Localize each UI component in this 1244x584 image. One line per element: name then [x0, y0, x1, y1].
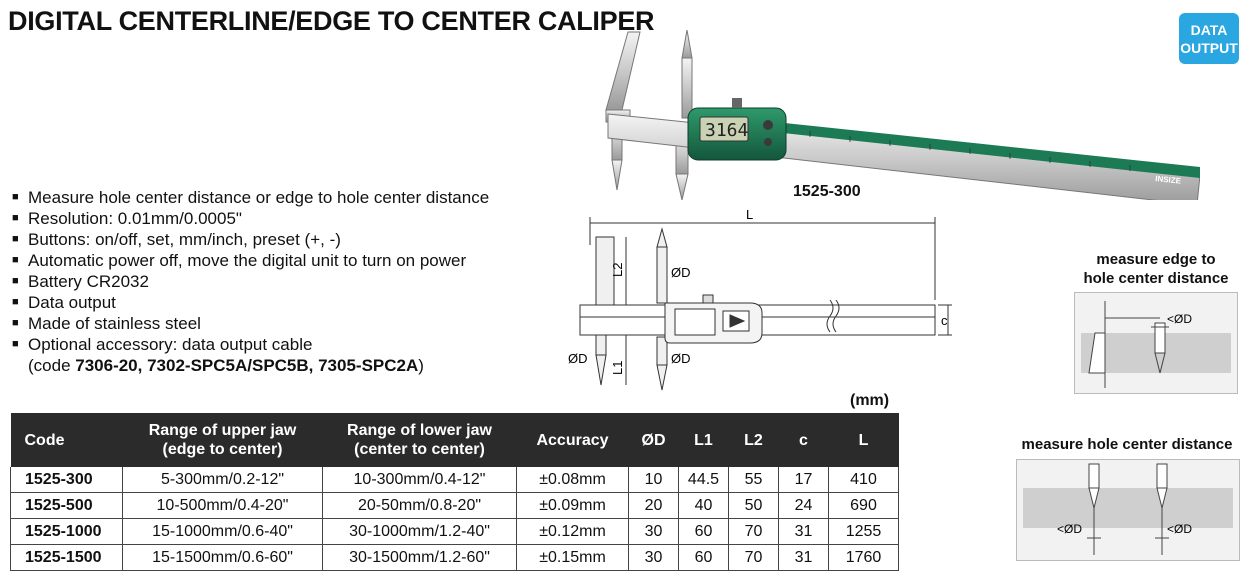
badge-line-1: DATA — [1190, 21, 1228, 38]
badge-line-2: OUTPUT — [1180, 39, 1238, 56]
dim-L: L — [746, 207, 753, 222]
header-upper-jaw: Range of upper jaw(edge to center) — [122, 413, 323, 467]
caliper-photo: 3164 INSIZE — [605, 30, 1200, 200]
side2-diameter-left: <ØD — [1057, 522, 1082, 536]
feature-item: ■Battery CR2032 — [12, 272, 149, 291]
header-l1: L1 — [678, 413, 729, 467]
brand-logo: INSIZE — [1155, 174, 1182, 186]
feature-item: ■Measure hole center distance or edge to… — [12, 188, 490, 207]
dim-c: c — [941, 313, 948, 328]
dim-L2: L2 — [610, 263, 625, 277]
unit-label: (mm) — [850, 392, 890, 409]
dim-L1: L1 — [610, 361, 625, 375]
spec-table: Code Range of upper jaw(edge to center) … — [10, 413, 899, 571]
data-output-badge: DATA OUTPUT — [1179, 13, 1239, 64]
header-code: Code — [10, 413, 123, 467]
feature-list: ■Measure hole center distance or edge to… — [10, 187, 489, 376]
center-to-center-illustration: <ØD <ØD — [1016, 459, 1240, 561]
header-accuracy: Accuracy — [516, 413, 629, 467]
feature-item: ■Optional accessory: data output cable — [12, 335, 313, 354]
feature-item: ■Resolution: 0.01mm/0.0005" — [12, 209, 242, 228]
display-readout: 3164 — [705, 120, 748, 141]
page-title: DIGITAL CENTERLINE/EDGE TO CENTER CALIPE… — [8, 6, 655, 36]
feature-item: ■Buttons: on/off, set, mm/inch, preset (… — [12, 230, 341, 249]
dim-diameter-left: ØD — [568, 351, 588, 366]
edge-to-center-illustration: <ØD — [1074, 292, 1238, 394]
header-l2: L2 — [728, 413, 779, 467]
dim-diameter-top: ØD — [671, 265, 691, 280]
dimension-drawing: L L2 L1 c ØD ØD ØD — [568, 207, 952, 391]
side1-diameter-label: <ØD — [1167, 312, 1192, 326]
side2-diameter-right: <ØD — [1167, 522, 1192, 536]
dim-diameter-right: ØD — [671, 351, 691, 366]
header-lower-jaw: Range of lower jaw(center to center) — [322, 413, 517, 467]
table-header-row: Code Range of upper jaw(edge to center) … — [10, 413, 899, 467]
feature-item: ■Made of stainless steel — [12, 314, 201, 333]
header-d: ØD — [628, 413, 679, 467]
header-l: L — [828, 413, 899, 467]
feature-item: ■Automatic power off, move the digital u… — [12, 251, 467, 270]
accessory-codes: (code 7306-20, 7302-SPC5A/SPC5B, 7305-SP… — [28, 356, 424, 375]
side2-title: measure hole center distance — [1021, 436, 1233, 453]
feature-item: ■Data output — [12, 293, 116, 312]
photo-model-label: 1525-300 — [793, 183, 861, 200]
header-c: c — [778, 413, 829, 467]
